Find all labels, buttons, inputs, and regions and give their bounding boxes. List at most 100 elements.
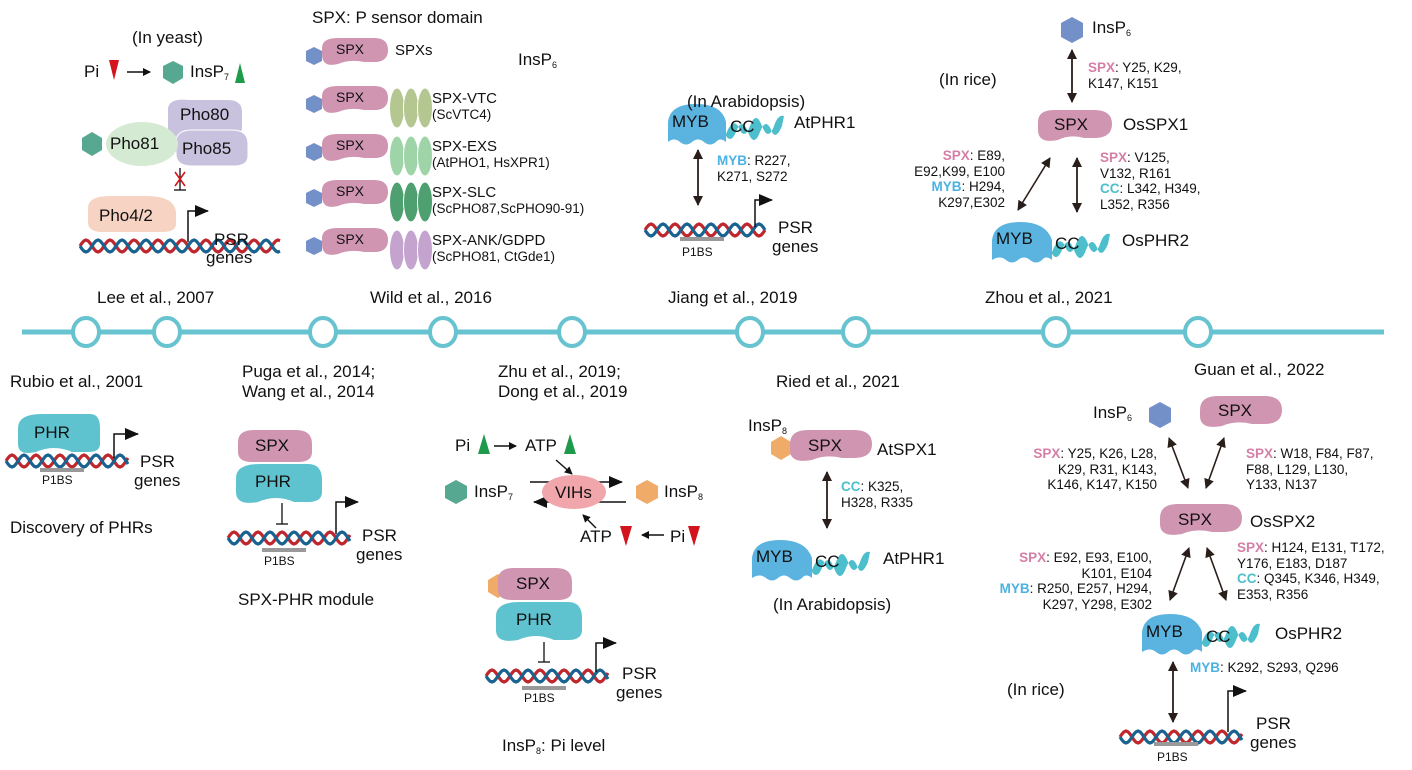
caption: InsP8: Pi level bbox=[502, 736, 605, 756]
pi-label: Pi bbox=[670, 527, 686, 546]
insp8-label: InsP8 bbox=[748, 416, 787, 436]
insp6-hexagon-icon bbox=[306, 95, 322, 113]
dna-helix bbox=[226, 530, 352, 546]
spx-family-entry: SPX-ANK/GDPD(ScPHO81, CtGde1) bbox=[432, 232, 555, 265]
p1bs-box bbox=[40, 468, 84, 472]
family-name: SPX-SLC bbox=[432, 184, 497, 201]
timeline-node bbox=[841, 316, 871, 348]
binding-double-arrow bbox=[1205, 547, 1228, 601]
dna-helix bbox=[78, 238, 281, 254]
insp6-hexagon-icon bbox=[1149, 402, 1171, 428]
timeline-node bbox=[71, 316, 101, 348]
caption: SPX-PHR module bbox=[238, 590, 375, 609]
cc-domain-label: CC bbox=[1055, 234, 1080, 253]
residues: K147, K151 bbox=[1088, 75, 1159, 91]
domain-tag: MYB bbox=[999, 581, 1030, 597]
residues: : E92, E93, E100, bbox=[1046, 550, 1152, 565]
insp-subscript: 8 bbox=[782, 426, 788, 436]
pi-label: Pi bbox=[84, 62, 100, 81]
residues: : W18, F84, F87, bbox=[1273, 446, 1374, 461]
timeline-node bbox=[428, 316, 458, 348]
transmembrane-helix bbox=[417, 181, 433, 223]
insp8-label: InsP8 bbox=[664, 482, 703, 502]
spx-domain-label: SPX bbox=[336, 89, 365, 105]
family-name: SPXs bbox=[395, 42, 433, 59]
spx-shape bbox=[498, 568, 572, 600]
family-name: SPX-ANK/GDPD bbox=[432, 232, 546, 249]
insp6-hexagon-icon bbox=[306, 237, 322, 255]
spx-domain-label: SPX bbox=[336, 41, 365, 57]
insp8-hexagon-icon bbox=[636, 480, 658, 504]
insp6-legend-label: InsP6 bbox=[518, 50, 557, 70]
insp-text: InsP bbox=[190, 62, 225, 81]
transcription-start-arrow bbox=[187, 205, 209, 242]
p1bs-label: P1BS bbox=[42, 473, 73, 487]
atp-label: ATP bbox=[525, 436, 557, 455]
domain-tag: SPX bbox=[1237, 540, 1265, 555]
p1bs-label: P1BS bbox=[524, 691, 555, 705]
domain-tag: SPX bbox=[942, 148, 970, 163]
dna-strand bbox=[226, 530, 352, 546]
spx-shape bbox=[1038, 110, 1112, 141]
residues: K271, S272 bbox=[717, 168, 788, 184]
zhu2019-diagram bbox=[445, 434, 700, 690]
citation-line: Rubio et al., 2001 bbox=[10, 372, 144, 391]
transcription-start-arrow bbox=[595, 637, 617, 672]
spx-label: SPX bbox=[255, 436, 290, 455]
organism-label: (In rice) bbox=[1007, 680, 1065, 699]
myb-domain-label: MYB bbox=[1146, 622, 1183, 641]
transcription-start-arrow bbox=[113, 428, 139, 458]
spx-domain-label: SPX bbox=[336, 137, 365, 153]
pho85-label: Pho85 bbox=[182, 139, 232, 158]
spx-family-entry: SPX-VTC(ScVTC4) bbox=[432, 90, 497, 123]
psr-label: PSR bbox=[362, 526, 397, 545]
p1bs-label: P1BS bbox=[264, 554, 295, 568]
organism-label: (In Arabidopsis) bbox=[687, 92, 806, 111]
p1bs-label: P1BS bbox=[1157, 750, 1188, 764]
insp6-hexagon-icon bbox=[306, 47, 322, 65]
timeline-node bbox=[152, 316, 182, 348]
milestone-citation: Jiang et al., 2019 bbox=[668, 288, 797, 308]
residues: K101, E104 bbox=[1081, 565, 1152, 581]
milestone-citation: Ried et al., 2021 bbox=[776, 372, 900, 392]
insp-text: InsP bbox=[502, 736, 537, 755]
milestone-citation: Wild et al., 2016 bbox=[370, 288, 492, 308]
citation-line: Lee et al., 2007 bbox=[97, 288, 215, 307]
insp-text: InsP bbox=[1093, 403, 1128, 422]
myb-shape bbox=[992, 222, 1052, 263]
residue-annotation: CC: K325,H328, R335 bbox=[841, 479, 913, 510]
pi-up-arrow-icon bbox=[478, 434, 490, 454]
residues: : Y25, K26, L28, bbox=[1060, 446, 1157, 461]
cc-domain-label: CC bbox=[815, 552, 840, 571]
pho81-label: Pho81 bbox=[110, 134, 160, 153]
p1bs-label: P1BS bbox=[682, 245, 713, 259]
atp-up-arrow-icon bbox=[564, 434, 576, 454]
citation-line: Zhou et al., 2021 bbox=[985, 288, 1113, 307]
pi-down-arrow-icon bbox=[688, 526, 700, 546]
pho4-shape bbox=[88, 196, 176, 232]
spx-family-entry: SPX-EXS(AtPHO1, HsXPR1) bbox=[432, 138, 550, 171]
insp-subscript: 8 bbox=[536, 746, 542, 756]
insp6-hexagon-icon bbox=[306, 189, 322, 207]
spx-domain-label: SPX bbox=[1178, 510, 1213, 529]
transmembrane-helix bbox=[389, 135, 405, 177]
residues: Y133, N137 bbox=[1246, 477, 1318, 493]
phr-label: PHR bbox=[255, 472, 291, 491]
cc-domain-label: CC bbox=[1206, 627, 1231, 646]
caption-text: : Pi level bbox=[541, 736, 606, 755]
genes-label: genes bbox=[356, 545, 403, 564]
spx-label: SPX bbox=[516, 574, 551, 593]
residues: : K292, S293, Q296 bbox=[1220, 660, 1339, 675]
timeline-node bbox=[1041, 316, 1071, 348]
transmembrane-helix bbox=[403, 135, 419, 177]
spx-family-entry: SPXs bbox=[395, 42, 433, 59]
myb-domain-label: MYB bbox=[996, 229, 1033, 248]
domain-tag: SPX bbox=[1088, 60, 1116, 75]
insp-subscript: 6 bbox=[1126, 28, 1132, 38]
family-name: SPX-EXS bbox=[432, 138, 498, 155]
cc-coil-shape bbox=[810, 551, 870, 576]
residues: L352, R356 bbox=[1100, 196, 1170, 212]
myb-shape bbox=[752, 540, 812, 581]
